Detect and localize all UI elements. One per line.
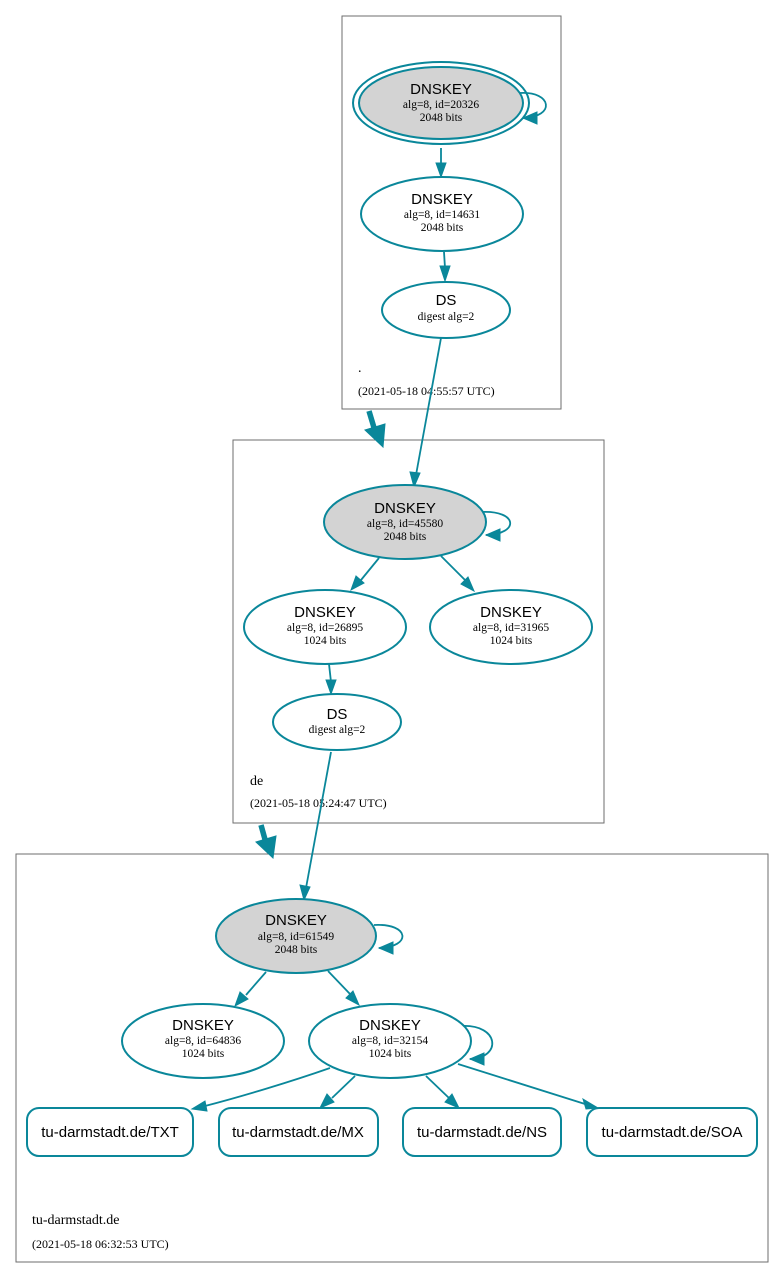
node-root-ds[interactable]: DS digest alg=2	[381, 281, 511, 339]
node-de-ds[interactable]: DS digest alg=2	[272, 693, 402, 751]
node-alg-id: alg=8, id=26895	[287, 622, 363, 634]
edges	[204, 92, 586, 1107]
node-digest: digest alg=2	[309, 724, 366, 736]
node-de-dnskey-26895[interactable]: DNSKEY alg=8, id=26895 1024 bits	[243, 589, 407, 665]
node-alg-id: alg=8, id=64836	[165, 1035, 241, 1047]
node-root-dnskey-20326[interactable]: DNSKEY alg=8, id=20326 2048 bits	[352, 61, 530, 145]
node-title: DNSKEY	[374, 500, 436, 517]
rrset-node-mx[interactable]: tu-darmstadt.de/MX	[218, 1107, 379, 1157]
node-alg-id: alg=8, id=20326	[403, 99, 479, 111]
node-tud-dnskey-64836[interactable]: DNSKEY alg=8, id=64836 1024 bits	[121, 1003, 285, 1079]
rrset-label: tu-darmstadt.de/NS	[417, 1124, 547, 1141]
rrset-label: tu-darmstadt.de/MX	[232, 1124, 364, 1141]
zone-timestamp-root: (2021-05-18 04:55:57 UTC)	[358, 384, 495, 398]
node-tud-dnskey-32154[interactable]: DNSKEY alg=8, id=32154 1024 bits	[308, 1003, 472, 1079]
zone-timestamp-tu-darmstadt: (2021-05-18 06:32:53 UTC)	[32, 1237, 169, 1251]
edge-tud-zsk2-to-mx	[331, 1075, 356, 1099]
edge-root-ds-to-de-ksk	[415, 337, 442, 476]
arrowheads	[190, 111, 600, 1112]
node-bits: 2048 bits	[420, 112, 463, 124]
delegation-arrow-root-to-de	[364, 410, 386, 449]
edge-tud-ksk-to-zsk2	[327, 970, 351, 995]
node-title: DNSKEY	[359, 1017, 421, 1034]
node-title: DNSKEY	[480, 604, 542, 621]
node-bits: 2048 bits	[384, 531, 427, 543]
node-alg-id: alg=8, id=31965	[473, 622, 549, 634]
node-de-dnskey-31965[interactable]: DNSKEY alg=8, id=31965 1024 bits	[429, 589, 593, 665]
rrset-label: tu-darmstadt.de/TXT	[41, 1124, 179, 1141]
node-tud-dnskey-61549[interactable]: DNSKEY alg=8, id=61549 2048 bits	[215, 898, 377, 974]
rrset-node-soa[interactable]: tu-darmstadt.de/SOA	[586, 1107, 758, 1157]
node-alg-id: alg=8, id=32154	[352, 1035, 428, 1047]
edge-de-ksk-to-zsk1	[360, 557, 380, 581]
edge-de-ds-to-tud-ksk	[305, 751, 332, 889]
node-root-dnskey-14631[interactable]: DNSKEY alg=8, id=14631 2048 bits	[360, 176, 524, 252]
zone-name-de: de	[250, 774, 263, 789]
rrset-node-txt[interactable]: tu-darmstadt.de/TXT	[26, 1107, 194, 1157]
node-alg-id: alg=8, id=14631	[404, 209, 480, 221]
node-bits: 1024 bits	[490, 635, 533, 647]
node-title: DS	[327, 706, 348, 723]
node-bits: 2048 bits	[421, 222, 464, 234]
edge-tud-zsk2-to-txt	[204, 1067, 331, 1107]
node-bits: 1024 bits	[304, 635, 347, 647]
node-title: DNSKEY	[265, 912, 327, 929]
zone-name-root: .	[358, 361, 362, 376]
zone-name-tu-darmstadt: tu-darmstadt.de	[32, 1213, 119, 1228]
rrset-label: tu-darmstadt.de/SOA	[602, 1124, 743, 1141]
node-bits: 1024 bits	[182, 1048, 225, 1060]
node-title: DS	[436, 292, 457, 309]
node-bits: 2048 bits	[275, 944, 318, 956]
rrset-node-ns[interactable]: tu-darmstadt.de/NS	[402, 1107, 562, 1157]
edge-root-zsk-to-ds	[443, 251, 446, 269]
zone-timestamp-de: (2021-05-18 05:24:47 UTC)	[250, 796, 387, 810]
node-bits: 1024 bits	[369, 1048, 412, 1060]
node-title: DNSKEY	[411, 191, 473, 208]
edge-tud-zsk2-to-soa	[457, 1063, 586, 1105]
delegation-arrow-de-to-tud	[255, 824, 277, 860]
edge-tud-ksk-to-zsk1	[245, 971, 267, 996]
node-title: DNSKEY	[294, 604, 356, 621]
node-alg-id: alg=8, id=61549	[258, 931, 334, 943]
edge-tud-zsk2-to-ns	[425, 1075, 450, 1099]
node-title: DNSKEY	[172, 1017, 234, 1034]
node-de-dnskey-45580[interactable]: DNSKEY alg=8, id=45580 2048 bits	[323, 484, 487, 560]
node-digest: digest alg=2	[418, 311, 475, 323]
node-title: DNSKEY	[410, 81, 472, 98]
edge-de-ksk-to-zsk2	[440, 555, 466, 581]
edge-de-zsk1-to-ds	[328, 663, 332, 683]
node-alg-id: alg=8, id=45580	[367, 518, 443, 530]
